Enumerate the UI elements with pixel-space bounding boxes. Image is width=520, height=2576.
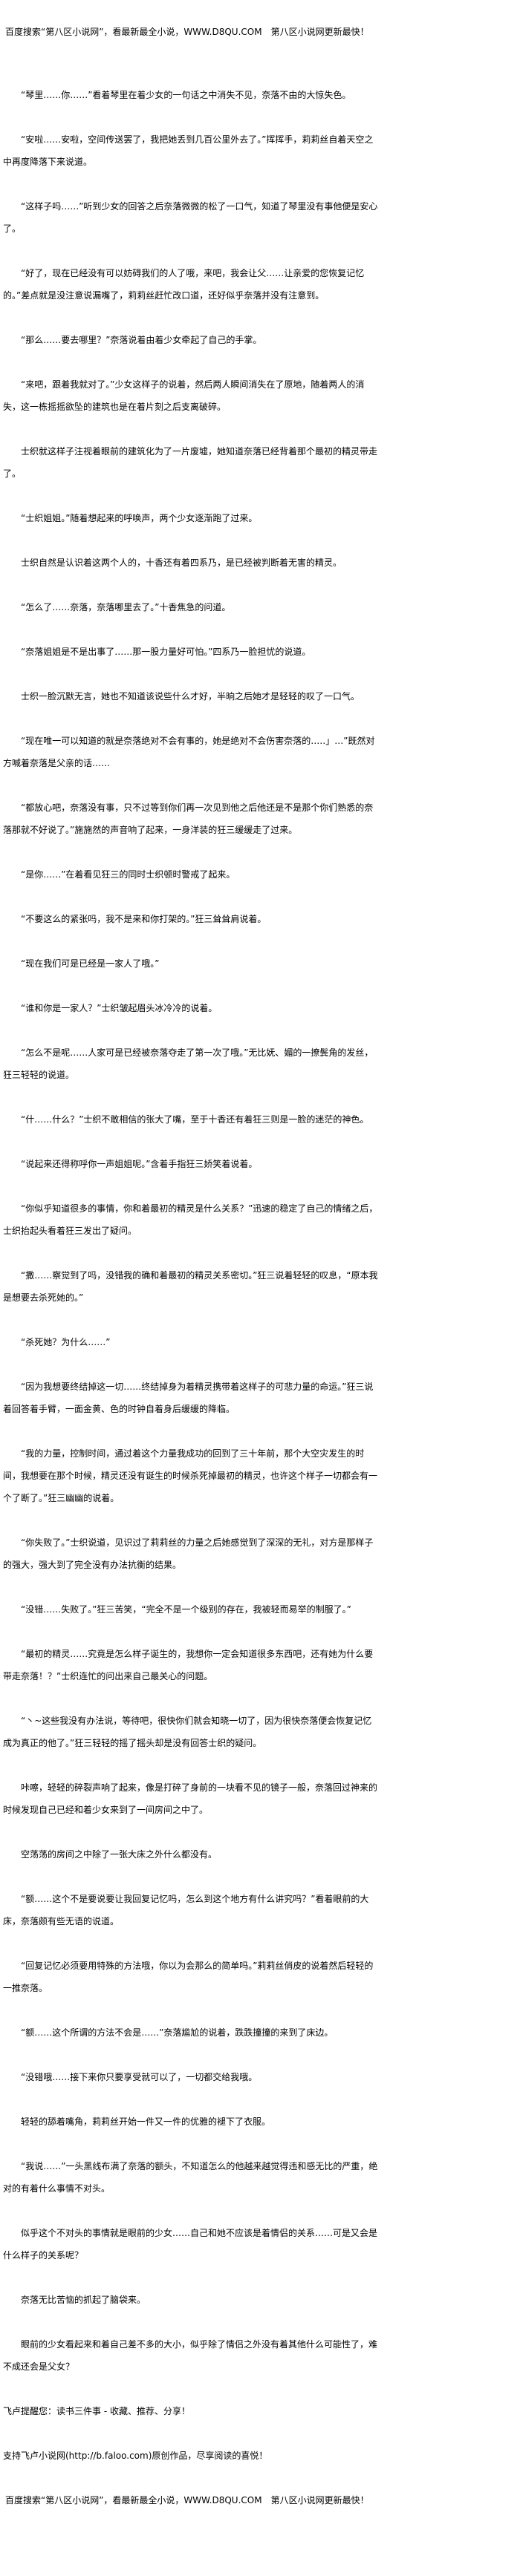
paragraph: “回复记忆必须要用特殊的方法哦，你以为会那么的简单吗。”莉莉丝俏皮的说着然后轻轻… (3, 1961, 374, 1993)
paragraph: “怎么了……奈落，奈落哪里去了。”十香焦急的问道。 (21, 602, 231, 612)
page-footer: 飞卢提醒您：读书三件事 - 收藏、推荐、分享！ 支持飞卢小说网(http://b… (3, 2400, 379, 2511)
paragraph: “额……这个所谓的方法不会是……”奈落尴尬的说着，跌跌撞撞的来到了床边。 (21, 2027, 334, 2038)
paragraph: “丶~这些我没有办法说，等待吧，很快你们就会知晓一切了，因为很快奈落便会恢复记忆… (3, 1716, 372, 1748)
paragraph: “最初的精灵……究竟是怎么样子诞生的，我想你一定会知道很多东西吧，还有她为什么要… (3, 1649, 374, 1681)
paragraph: 似乎这个不对头的事情就是眼前的少女……自己和她不应该是着情侣的关系……可是又会是… (3, 2228, 378, 2260)
site-ad-header: 百度搜索“第八区小说网”，看最新最全小说，WWW.D8QU.COM 第八区小说网… (5, 27, 369, 37)
paragraph: “没错哦……接下来你只要享受就可以了，一切都交给我哦。 (21, 2072, 258, 2082)
paragraph: “杀死她？为什么……” (21, 1337, 111, 1347)
paragraph: 士织一脸沉默无言，她也不知道该说些什么才好，半晌之后她才是轻轻的叹了一口气。 (21, 691, 360, 702)
paragraph: “现在我们可是已经是一家人了哦。” (21, 958, 160, 969)
paragraph: “那么……要去哪里？”奈落说着由着少女牵起了自己的手掌。 (21, 335, 262, 345)
paragraph: 轻轻的舔着嘴角，莉莉丝开始一件又一件的优雅的褪下了衣服。 (21, 2116, 271, 2127)
paragraph: “你似乎知道很多的事情，你和着最初的精灵是什么关系？”迅速的稳定了自己的情绪之后… (3, 1203, 378, 1236)
paragraph: “是你……”在着看见狂三的同时士织顿时警戒了起来。 (21, 869, 235, 880)
paragraph: “撒……察觉到了吗，没错我的确和着最初的精灵关系密切。”狂三说着轻轻的叹息，“原… (3, 1270, 378, 1303)
paragraph: 士织自然是认识着这两个人的，十香还有着四系乃，是已经被判断着无害的精灵。 (21, 558, 342, 568)
paragraph: “来吧，跟着我就对了。”少女这样子的说着，然后两人瞬间消失在了原地，随着两人的消… (3, 379, 365, 412)
paragraph: “这样子吗……”听到少女的回答之后奈落微微的松了一口气，知道了琴里没有事他便是安… (3, 201, 378, 234)
paragraph: “不要这么的紧张吗，我不是来和你打架的。”狂三耸耸肩说着。 (21, 914, 267, 924)
paragraph: “什……什么？”士织不敢相信的张大了嘴，至于十香还有着狂三则是一脸的迷茫的神色。 (21, 1114, 369, 1125)
paragraph: “没错……失败了。”狂三苦笑，“完全不是一个级别的存在，我被轻而易举的制服了。” (21, 1604, 351, 1615)
paragraph: “士织姐姐。”随着想起来的呼唤声，两个少女逐渐跑了过来。 (21, 513, 258, 523)
novel-page: 百度搜索“第八区小说网”，看最新最全小说，WWW.D8QU.COM 第八区小说网… (3, 21, 379, 2511)
paragraph: “琴里……你……”看着琴里在着少女的一句话之中消失不见，奈落不由的大惊失色。 (21, 90, 351, 100)
paragraph: 眼前的少女看起来和着自己差不多的大小，似乎除了情侣之外没有着其他什么可能性了，难… (3, 2339, 378, 2372)
paragraph: “奈落姐姐是不是出事了……那一股力量好可怕。”四系乃一脸担忧的说道。 (21, 647, 311, 657)
paragraph: “因为我想要终结掉这一切……终结掉身为着精灵携带着这样子的可悲力量的命运。”狂三… (3, 1382, 374, 1414)
paragraph: “怎么不是呢……人家可是已经被奈落夺走了第一次了哦。”无比妩、媚的一撩鬓角的发丝… (3, 1047, 374, 1080)
chapter-content: “琴里……你……”看着琴里在着少女的一句话之中消失不见，奈落不由的大惊失色。 “安… (3, 84, 379, 2378)
paragraph: 奈落无比苦恼的抓起了脑袋来。 (21, 2295, 146, 2305)
support-notice: 支持飞卢小说网(http://b.faloo.com)原创作品，尽享阅读的喜悦！ (3, 2451, 268, 2461)
paragraph: “说起来还得称呼你一声姐姐呢。”含着手指狂三娇笑着说着。 (21, 1159, 258, 1169)
paragraph: 咔嚓，轻轻的碎裂声响了起来，像是打碎了身前的一块看不见的镜子一般，奈落回过神来的… (3, 1782, 378, 1815)
reading-reminder: 飞卢提醒您：读书三件事 - 收藏、推荐、分享！ (3, 2406, 190, 2416)
paragraph: “我说……”一头黑线布满了奈落的额头，不知道怎么的他越来越觉得违和感无比的严重，… (3, 2161, 378, 2194)
paragraph: “好了，现在已经没有可以妨碍我们的人了哦，来吧，我会让父……让亲爱的您恢复记忆的… (3, 268, 365, 301)
paragraph: “你失败了。”士织说道，见识过了莉莉丝的力量之后她感觉到了深深的无礼，对方是那样… (3, 1537, 374, 1570)
paragraph: “我的力量，控制时间，通过着这个力量我成功的回到了三十年前，那个大空灾发生的时间… (3, 1448, 378, 1503)
paragraph: “安啦……安啦，空间传送罢了，我把她丢到几百公里外去了。”挥挥手，莉莉丝自着天空… (3, 134, 374, 167)
paragraph: “谁和你是一家人？”士织皱起眉头冰冷冷的说着。 (21, 1003, 218, 1013)
paragraph: “现在唯一可以知道的就是奈落绝对不会有事的，她是绝对不会伤害奈落的…‥」…”既然… (3, 736, 375, 768)
paragraph: “都放心吧，奈落没有事，只不过等到你们再一次见到他之后他还是不是那个你们熟悉的奈… (3, 802, 374, 835)
paragraph: “额……这个不是要说要让我回复记忆吗，怎么到这个地方有什么讲究吗？”看着眼前的大… (3, 1894, 369, 1926)
site-ad-footer: 百度搜索“第八区小说网”，看最新最全小说，WWW.D8QU.COM 第八区小说网… (5, 2495, 369, 2505)
paragraph: 士织就这样子注视着眼前的建筑化为了一片废墟，她知道奈落已经背着那个最初的精灵带走… (3, 446, 378, 479)
paragraph: 空荡荡的房间之中除了一张大床之外什么都没有。 (21, 1849, 218, 1860)
